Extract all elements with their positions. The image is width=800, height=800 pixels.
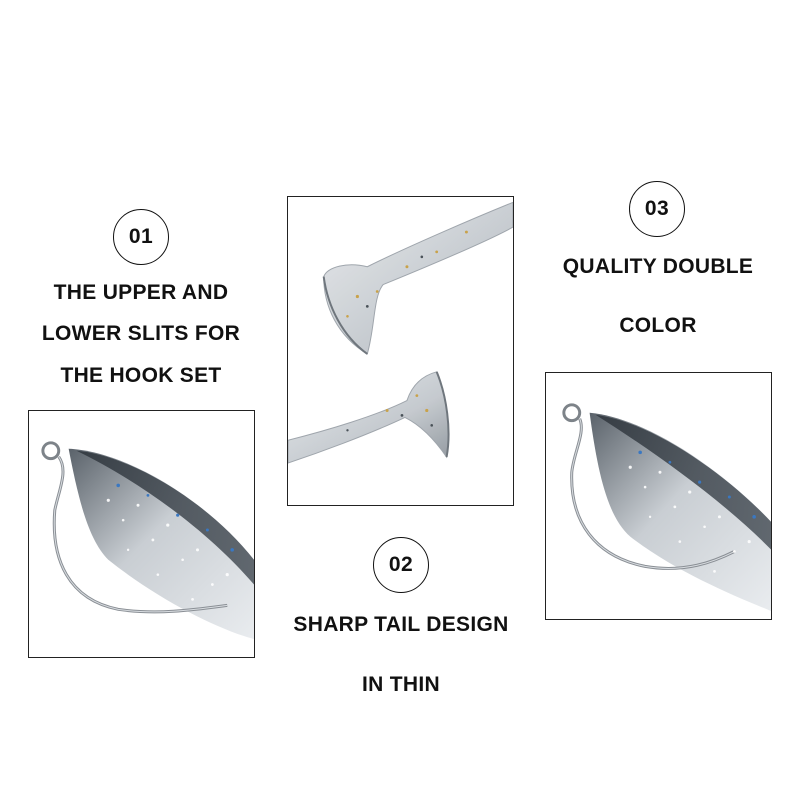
feature-caption-01-line-1: THE UPPER AND — [53, 281, 229, 304]
feature-caption-03-line-2: COLOR — [619, 314, 697, 337]
feature-caption-02-line-2: IN THIN — [362, 673, 440, 696]
feature-number-badge-02: 02 — [373, 537, 429, 593]
feature-caption-01-line-3: THE HOOK SET — [60, 364, 222, 387]
hook-eye-icon — [562, 403, 582, 423]
lure-hook-illustration-right — [562, 403, 771, 611]
feature-caption-02-line-1: SHARP TAIL DESIGN — [293, 613, 509, 636]
lure-tails-photo-center — [287, 196, 514, 506]
lure-tails-illustration — [288, 201, 513, 464]
lure-hook-illustration-left — [41, 441, 254, 640]
lure-hook-photo-right — [545, 372, 772, 620]
feature-caption-03-line-1: QUALITY DOUBLE — [562, 255, 754, 278]
hook-eye-icon — [41, 441, 61, 461]
lure-hook-photo-left — [28, 410, 255, 658]
feature-number-badge-01: 01 — [113, 209, 169, 265]
feature-number-badge-03: 03 — [629, 181, 685, 237]
feature-caption-01-line-2: LOWER SLITS FOR — [41, 322, 241, 345]
